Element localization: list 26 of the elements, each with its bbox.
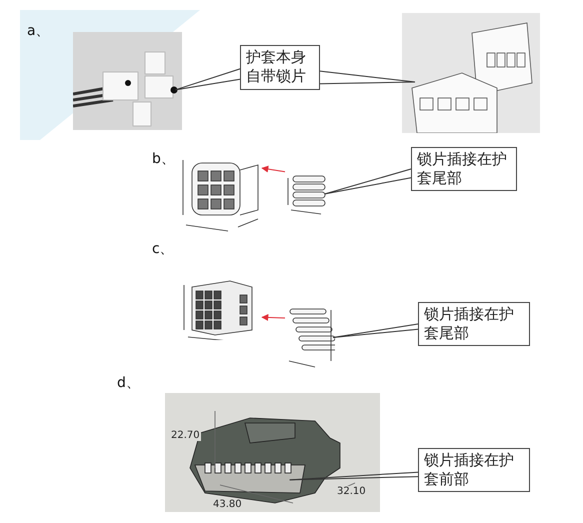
callout-box: 锁片插接在护套前部 [418, 448, 530, 492]
leader-line [174, 68, 240, 90]
callout-box: 锁片插接在护套尾部 [418, 302, 530, 346]
leader-line [289, 476, 418, 480]
panel-label: a、 [27, 22, 50, 40]
arrow [261, 314, 286, 321]
connector-photo [165, 393, 380, 512]
arrow [261, 166, 286, 173]
leader-line [332, 324, 418, 338]
leader-line [324, 168, 412, 194]
connector-housing-drawing [402, 13, 540, 133]
leader-line [174, 78, 240, 90]
leader-line [324, 177, 412, 194]
callout-box: 护套本身自带锁片 [240, 45, 320, 90]
leader-line [320, 82, 416, 84]
dimension-label: 32.10 [336, 486, 367, 497]
panel-label: d、 [117, 374, 140, 392]
panel-label: c、 [152, 240, 174, 258]
dimension-label: 43.80 [212, 499, 243, 510]
leader-line [332, 328, 418, 338]
dimension-label: 22.70 [170, 430, 201, 441]
leader-line [289, 472, 418, 480]
callout-box: 锁片插接在护套尾部 [411, 147, 517, 191]
panel-label: b、 [152, 150, 175, 168]
leader-line [320, 70, 416, 82]
connector-photo [73, 32, 182, 130]
